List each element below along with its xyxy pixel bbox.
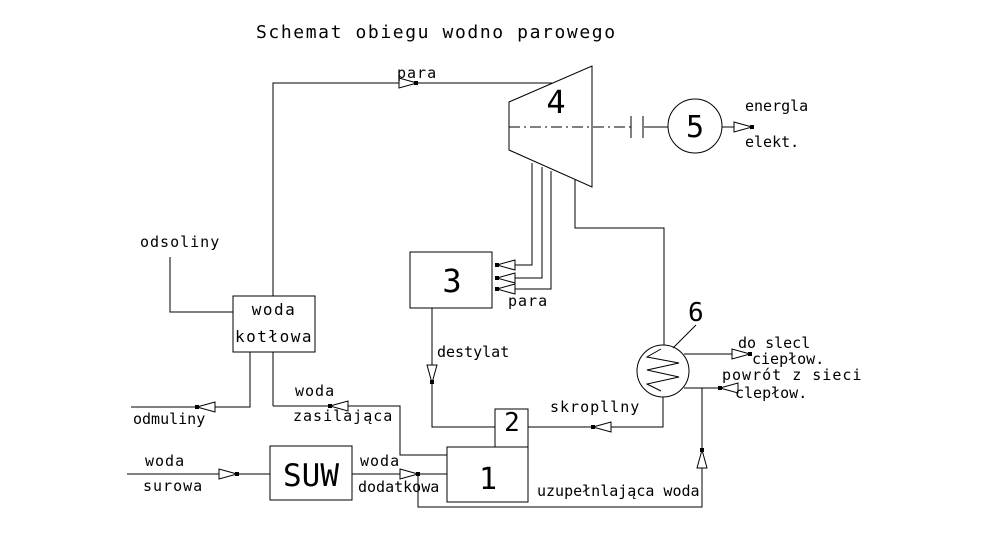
energia-label-line2: elekt. (745, 133, 799, 151)
zasilajaca-label-line1: woda (295, 382, 335, 400)
powrot-label-line1: powrót z sieci (722, 366, 862, 384)
skropliny-label: skropllny (550, 398, 640, 416)
odsoliny-line: odsoliny (140, 233, 233, 313)
condensate-line: skropllny (528, 397, 664, 433)
generator-circle (667, 98, 723, 154)
energia-label-line1: energla (745, 97, 808, 115)
arrow-left-icon (328, 400, 349, 412)
destylat-label: destylat (437, 343, 509, 361)
extraction-steam-lines: para (495, 163, 552, 310)
arrow-right-icon (218, 468, 239, 480)
extraction-line-1 (513, 163, 533, 266)
steam-line-to-exchanger (574, 180, 665, 345)
arrow-tip (700, 448, 704, 452)
coil-icon (645, 348, 680, 392)
makeup-water-line: uzupełnlająca woda (417, 388, 708, 508)
arrow-left-icon (718, 382, 739, 394)
arrow-tip (718, 386, 722, 390)
turbine-shape (508, 65, 593, 188)
para-bottom-label: para (508, 292, 548, 310)
boiler-rect (232, 295, 316, 353)
do-sieci-label-line1: do slecl (738, 334, 810, 352)
dodatkowa-label-line1: woda (360, 452, 400, 470)
surowa-label-line2: surowa (143, 477, 203, 495)
feedwater-tank-rect (446, 446, 529, 503)
steam-line-to-turbine: para (272, 64, 552, 296)
arrow-tip (591, 425, 595, 429)
arrow-tip (495, 276, 499, 280)
surowa-label-line1: woda (145, 452, 185, 470)
uzupelniajaca-label: uzupełnlająca woda (537, 482, 700, 500)
extraction-line-2 (513, 167, 543, 279)
makeup-pipe (417, 388, 703, 508)
suw-label: SUW (283, 458, 339, 494)
arrow-tip (414, 81, 418, 85)
destylat-pipe (431, 308, 495, 428)
additional-water-line: woda dodatkowa (352, 452, 447, 496)
generator-number: 5 (686, 110, 704, 145)
arrow-left-icon (195, 401, 216, 413)
arrow-tip (416, 472, 420, 476)
turbine: 4 (508, 65, 668, 188)
arrow-tip (195, 405, 199, 409)
arrow-right-icon (398, 77, 419, 89)
arrow-tip (430, 380, 434, 384)
suw-box: SUW (269, 445, 353, 501)
condenser-box: 2 (494, 408, 529, 448)
leader-line (672, 324, 697, 349)
zasilajaca-label-line2: zasilająca (293, 407, 393, 425)
powrot-label-line2: clepłow. (735, 384, 807, 402)
arrow-tip (495, 263, 499, 267)
extraction-line-3 (513, 171, 552, 290)
boiler-label-line1: woda (252, 300, 297, 319)
feedwater-tank-number: 1 (479, 462, 497, 497)
arrow-tip (235, 472, 239, 476)
arrow-right-icon (399, 468, 420, 480)
feedwater-tank-box: 1 (446, 446, 529, 503)
expander-box: 3 (409, 251, 493, 309)
odmuliny-pipe (131, 352, 251, 408)
boiler-label-line2: kotłowa (235, 327, 313, 346)
exchanger-circle (636, 344, 690, 398)
arrow-left-icon (495, 272, 516, 284)
arrow-left-icon (495, 259, 516, 271)
do-sieci-label-line2: ciepłow. (752, 350, 824, 368)
turbine-number: 4 (546, 83, 565, 121)
arrow-tip (495, 287, 499, 291)
steam-pipe (272, 82, 552, 296)
condensate-pipe (528, 397, 664, 428)
arrow-tip (750, 125, 754, 129)
condenser-number: 2 (504, 408, 520, 438)
generator: 5 energla elekt. (667, 97, 808, 154)
suw-rect (269, 445, 353, 501)
boiler-water-box: woda kotłowa (232, 295, 316, 353)
arrow-right-icon (731, 348, 752, 360)
dodatkowa-label-line2: dodatkowa (358, 478, 439, 496)
arrow-up-icon (696, 448, 708, 469)
heat-exchanger: 6 (636, 298, 704, 398)
arrow-left-icon (591, 421, 612, 433)
expander-number: 3 (442, 262, 461, 300)
arrow-tip (328, 404, 332, 408)
district-heat-return: powrót z sieci clepłow. (684, 366, 862, 402)
raw-water-line: woda surowa (127, 452, 270, 495)
odmuliny-label: odmuliny (133, 410, 205, 428)
arrow-down-icon (426, 364, 438, 385)
arrow-left-icon (495, 283, 516, 295)
odsoliny-label: odsoliny (140, 233, 220, 251)
arrow-right-icon (733, 121, 754, 133)
district-heat-supply: do slecl ciepłow. (684, 334, 824, 368)
exchanger-number: 6 (688, 298, 704, 328)
arrow-tip (748, 352, 752, 356)
odmuliny-line: odmuliny (131, 352, 251, 428)
diagram-title: Schemat obiegu wodno parowego (256, 22, 617, 43)
expander-rect (409, 251, 493, 309)
condenser-rect (494, 408, 529, 448)
feedwater-line: woda zasilająca (272, 352, 447, 456)
para-top-label: para (397, 64, 437, 82)
destylat-line: destylat (426, 308, 509, 428)
odsoliny-pipe (169, 257, 233, 313)
